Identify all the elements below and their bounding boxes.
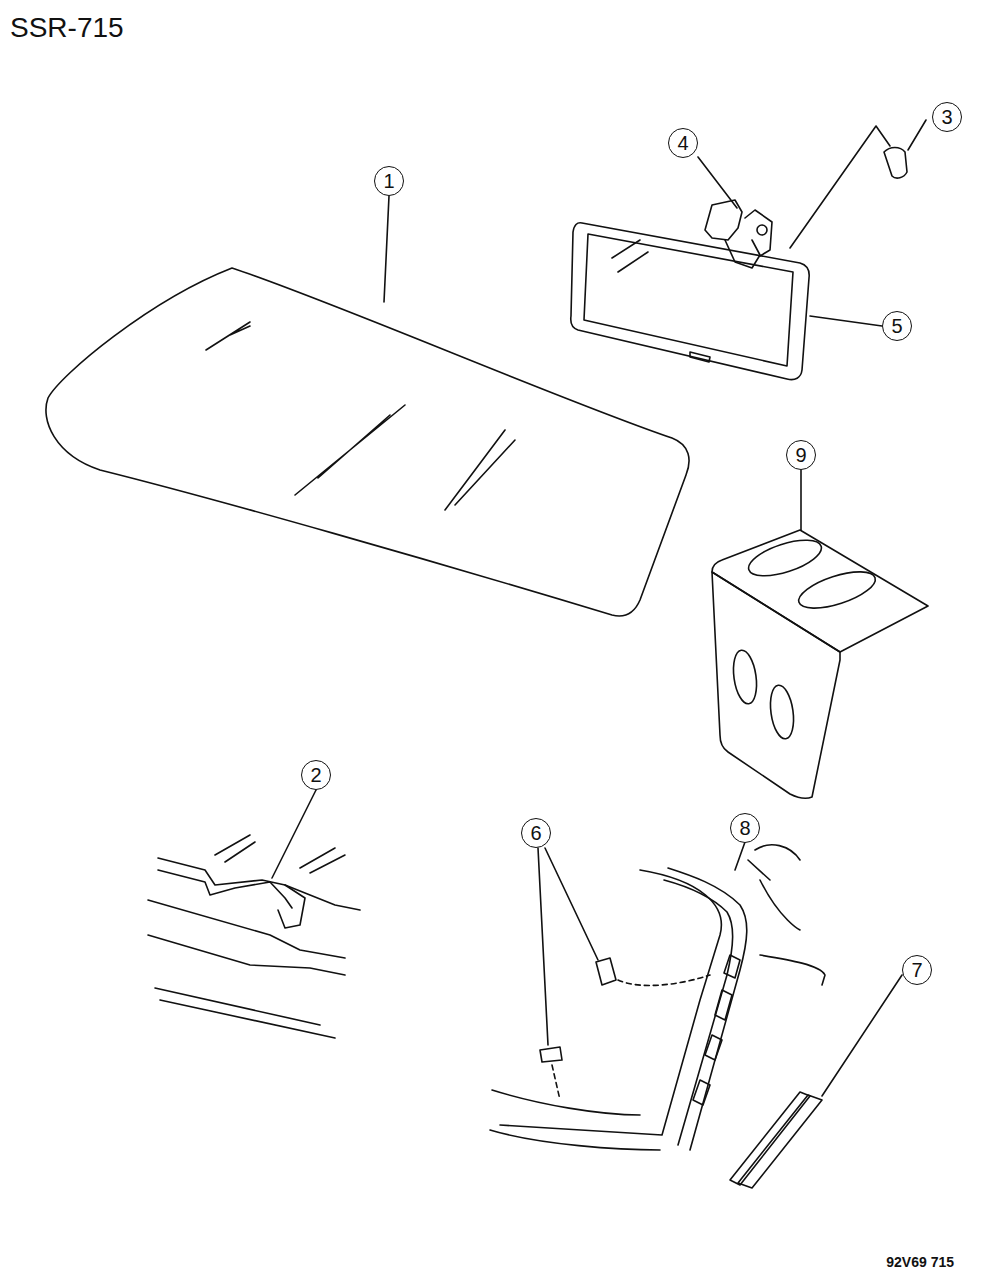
a-pillar-molding — [730, 1092, 810, 1185]
windshield-lower-molding — [155, 988, 335, 1038]
windshield-side-molding — [664, 880, 733, 1145]
windshield-glass — [295, 405, 405, 495]
windshield-side-molding — [492, 1090, 640, 1115]
bracket — [730, 649, 759, 706]
rearview-mirror — [690, 352, 710, 362]
mirror-button — [908, 120, 926, 150]
rearview-mirror — [810, 316, 882, 326]
windshield-lower-molding — [215, 835, 345, 873]
callout-number: 6 — [521, 818, 551, 848]
windshield-side-molding — [760, 880, 825, 985]
rearview-mirror — [571, 126, 890, 380]
windshield-lower-molding — [272, 790, 316, 878]
bracket — [745, 533, 826, 583]
callout-number: 2 — [301, 760, 331, 790]
a-pillar-molding — [730, 975, 902, 1188]
windshield-lower-molding — [148, 935, 345, 975]
windshield-lower-molding — [158, 858, 360, 910]
molding-clips — [545, 848, 598, 960]
rearview-mirror — [612, 240, 648, 272]
molding-clips — [538, 848, 548, 1045]
bracket — [795, 564, 880, 615]
a-pillar-molding — [738, 1095, 822, 1188]
windshield-side-molding — [735, 842, 745, 870]
callout-number: 1 — [374, 166, 404, 196]
callout-number: 9 — [786, 440, 816, 470]
windshield-side-molding — [748, 845, 800, 880]
bracket — [712, 572, 840, 798]
mirror-button — [884, 148, 907, 179]
windshield-glass — [384, 196, 389, 302]
mirror-button — [884, 120, 926, 178]
windshield-side-molding — [668, 868, 747, 1150]
a-pillar-molding — [822, 975, 902, 1096]
bracket — [712, 470, 928, 798]
rearview-mirror — [745, 210, 772, 256]
callout-number: 3 — [932, 102, 962, 132]
callout-number: 5 — [882, 311, 912, 341]
rearview-mirror — [757, 225, 767, 235]
windshield-glass — [206, 322, 250, 350]
windshield-lower-molding — [148, 790, 360, 1038]
windshield-glass — [445, 430, 515, 510]
rearview-mirror — [698, 157, 737, 208]
bracket — [767, 684, 796, 741]
bracket — [712, 530, 928, 652]
rearview-mirror — [790, 126, 890, 248]
diagram-code: SSR-715 — [10, 14, 124, 42]
drawing-number: 92V69 715 — [886, 1255, 954, 1269]
windshield-lower-molding — [278, 885, 305, 928]
windshield-side-molding — [500, 870, 721, 1135]
molding-clips — [552, 1065, 560, 1100]
molding-clips — [538, 848, 710, 1100]
rearview-mirror — [725, 240, 760, 268]
windshield-lower-molding — [148, 900, 345, 958]
molding-clips — [596, 958, 616, 985]
callout-number: 7 — [902, 955, 932, 985]
molding-clips — [618, 975, 710, 985]
windshield-glass — [46, 196, 689, 616]
callout-number: 8 — [730, 813, 760, 843]
windshield-glass — [46, 268, 689, 616]
callout-number: 4 — [668, 128, 698, 158]
molding-clips — [540, 1047, 562, 1062]
windshield-side-molding — [490, 842, 825, 1150]
rearview-mirror — [571, 223, 809, 380]
bracket — [800, 470, 802, 530]
rearview-mirror — [584, 234, 793, 366]
windshield-side-molding — [490, 1130, 660, 1150]
windshield-lower-molding — [158, 870, 292, 908]
